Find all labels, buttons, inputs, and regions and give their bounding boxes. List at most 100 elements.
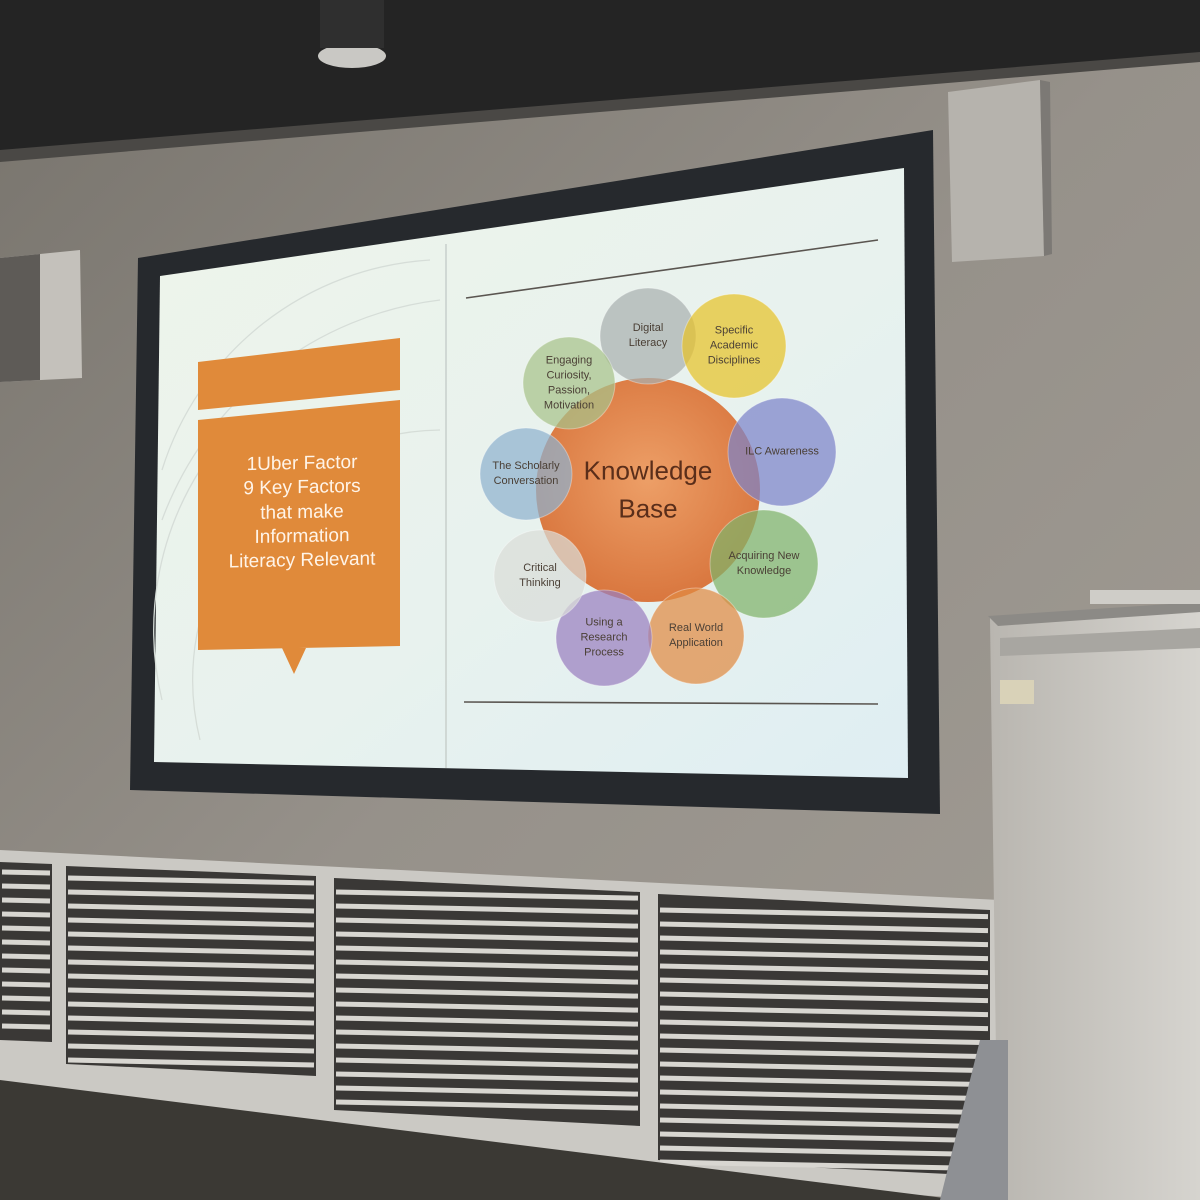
factor-label-line: Knowledge (736, 565, 792, 577)
radiator-slat (67, 917, 315, 928)
slide-rule-bottom (463, 701, 879, 705)
radiator-slat (659, 1075, 989, 1088)
slide-title-line: 9 Key Factors (243, 476, 361, 500)
radiator-slat (1, 1009, 51, 1016)
radiator-slat (1, 883, 51, 890)
ceiling-light (318, 44, 386, 68)
radiator-slat (335, 959, 639, 971)
radiator-slat (335, 1071, 639, 1083)
radiator-slat (659, 1005, 989, 1018)
factor-label-line: Acquiring New (728, 550, 800, 563)
radiator-slat (659, 935, 989, 948)
factor-label-line: Process (584, 646, 624, 659)
radiator-slat (659, 1145, 989, 1158)
factor-label-line: Engaging (545, 354, 593, 367)
factor-label-line: Thinking (519, 577, 561, 589)
radiator-slat (67, 931, 315, 942)
radiator-slat (659, 1117, 989, 1130)
knowledge-base-label-line: Base (618, 493, 678, 523)
radiator-slat (67, 945, 315, 956)
radiator-slat (335, 1001, 639, 1013)
radiator-slat (335, 931, 639, 943)
factor-label-line: Literacy (628, 337, 668, 349)
radiator-slat (335, 973, 639, 985)
right-speaker (948, 80, 1044, 262)
radiator-slat (335, 889, 639, 901)
radiator-slat (659, 1061, 989, 1074)
factor-label-line: Research (580, 631, 628, 644)
whiteboard-frame (988, 602, 1200, 626)
factor-circle (555, 589, 653, 687)
radiator-slat (335, 917, 639, 929)
factor-label-line: Conversation (493, 475, 559, 487)
factor-label-line: Motivation (543, 398, 595, 411)
radiator-slat (659, 907, 989, 920)
factor-circle (479, 427, 573, 521)
radiator-slat (335, 1015, 639, 1027)
title-box (198, 400, 400, 650)
slide-title-line: 1Uber Factor (246, 451, 358, 476)
factor-label-line: Real World (668, 622, 724, 635)
radiator-slat (659, 1019, 989, 1032)
title-box-pointer (282, 648, 306, 674)
radiator-slat (67, 987, 315, 998)
upper-shelf (1090, 590, 1200, 604)
radiator-slat (67, 1001, 315, 1012)
radiator-slat (67, 1029, 315, 1040)
radiator-slat (659, 921, 989, 934)
radiator-slat (335, 987, 639, 999)
radiator-slat (67, 1043, 315, 1054)
factor-circle (727, 397, 837, 507)
factor-label-line: Critical (523, 562, 557, 575)
factor-label-line: The Scholarly (492, 460, 560, 473)
whiteboard-marker-clip (1000, 680, 1034, 704)
radiator-slat (659, 1089, 989, 1102)
factor-circle (493, 529, 587, 623)
radiator-slat (67, 973, 315, 984)
factor-label: ILC Awareness (734, 445, 830, 460)
knowledge-base-label-line: Knowledge (583, 455, 713, 486)
radiator-slat (67, 1057, 315, 1068)
floor (0, 1080, 960, 1200)
slide-rule-top (465, 239, 879, 299)
radiator-slat (67, 875, 315, 886)
knowledge-base-circle (536, 378, 760, 602)
radiator-slat (659, 1033, 989, 1046)
radiator-slat (1, 1023, 51, 1030)
whiteboard (990, 606, 1200, 1200)
radiator-slat (1, 869, 51, 876)
radiator-slat (659, 1159, 989, 1172)
radiator-slat (659, 949, 989, 962)
factor-label-line: Curiosity, (546, 369, 592, 382)
factor-label-line: Digital (632, 322, 664, 335)
radiator-slat (1, 939, 51, 946)
factor-label-line: Application (669, 637, 723, 649)
radiator-slat (335, 1099, 639, 1111)
slide-title-line: Literacy Relevant (228, 548, 376, 573)
radiator-slat (335, 903, 639, 915)
factor-circle (681, 293, 787, 399)
left-speaker-side (0, 254, 40, 382)
factor-circle (709, 509, 819, 619)
whiteboard-stand (940, 1040, 1008, 1200)
factor-label-line: Specific (714, 324, 754, 337)
factor-label-line: ILC Awareness (745, 445, 819, 458)
radiator-slat (335, 1043, 639, 1055)
ceiling (0, 0, 1200, 160)
title-box-header (198, 338, 400, 410)
radiator-slat (659, 977, 989, 990)
radiator-slat (335, 1029, 639, 1041)
radiator-slat (659, 1103, 989, 1116)
radiator-slat (335, 1085, 639, 1097)
radiator-slat (1, 967, 51, 974)
radiator-slat (67, 1015, 315, 1026)
